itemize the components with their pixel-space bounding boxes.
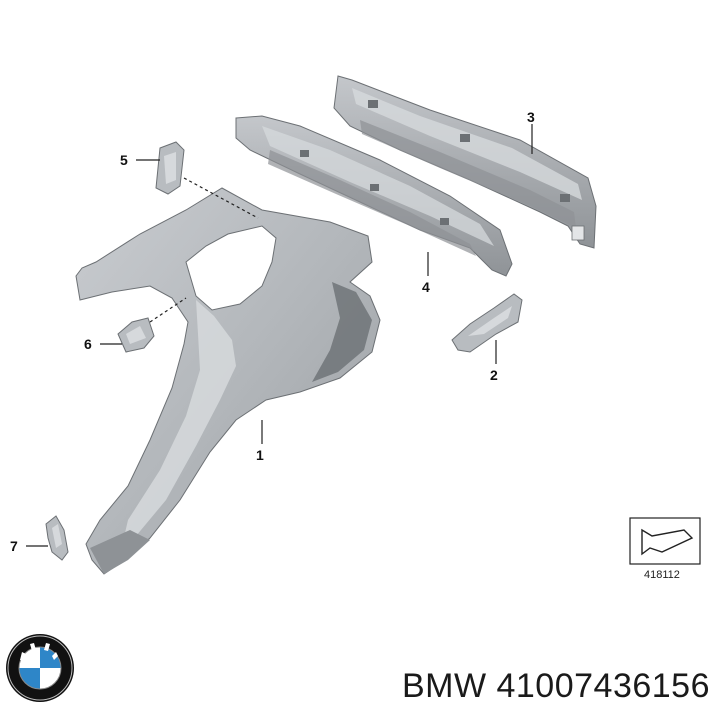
leader-5-dashed [183, 177, 259, 219]
part-2-reinforcement [451, 293, 523, 353]
reference-number: 418112 [644, 569, 680, 581]
part-1-side-panel [75, 187, 381, 575]
part-5-bracket [155, 141, 185, 195]
callout-6: 6 [84, 336, 92, 352]
callout-2: 2 [490, 367, 498, 383]
callout-7: 7 [10, 538, 18, 554]
bmw-roundel-logo [6, 634, 74, 702]
callout-1: 1 [256, 447, 264, 463]
part-7-bracket [45, 515, 69, 561]
callout-5: 5 [120, 152, 128, 168]
part-code: BMW 41007436156 [401, 667, 710, 705]
callout-4: 4 [422, 279, 430, 295]
leader-6-dashed [149, 297, 187, 323]
part-3-rail [333, 75, 597, 249]
reference-box: 418112 [629, 517, 701, 581]
callout-3: 3 [527, 109, 535, 125]
direction-arrow-icon [641, 528, 694, 556]
part-6-bracket [117, 317, 155, 353]
part-4-cross-member [235, 115, 513, 277]
